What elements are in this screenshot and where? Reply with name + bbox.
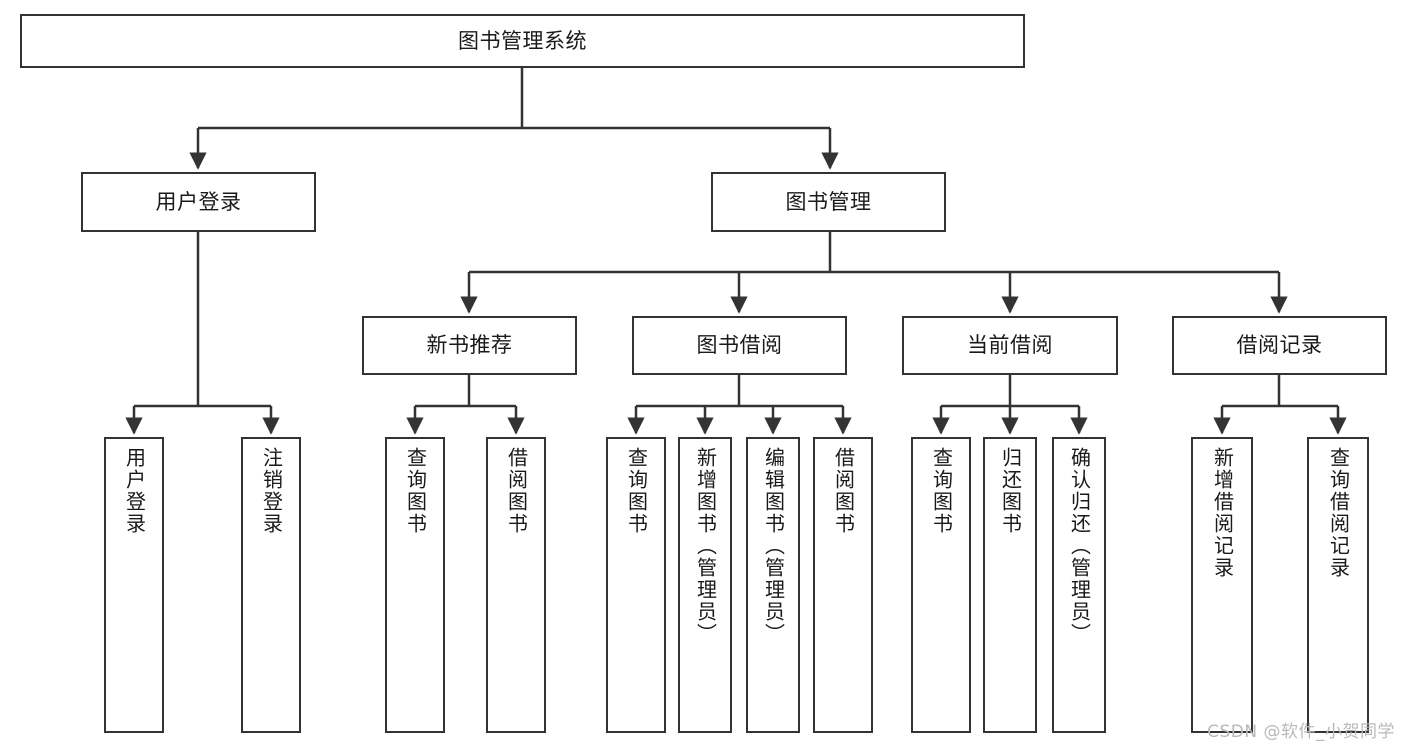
node-leaf-query-record-label: 查询借阅记录: [1326, 447, 1351, 579]
node-new-book-rec[interactable]: 新书推荐: [362, 316, 577, 375]
node-leaf-borrow-book-1[interactable]: 借阅图书: [486, 437, 546, 733]
node-new-book-rec-label: 新书推荐: [426, 333, 513, 358]
node-root[interactable]: 图书管理系统: [20, 14, 1025, 68]
node-leaf-user-login[interactable]: 用户登录: [104, 437, 164, 733]
node-leaf-query-book-3-label: 查询图书: [929, 447, 954, 535]
node-book-borrow-label: 图书借阅: [696, 333, 783, 358]
node-leaf-add-book-label: 新增图书（管理员）: [693, 447, 718, 645]
node-leaf-borrow-book-2-label: 借阅图书: [831, 447, 856, 535]
node-leaf-return-book-label: 归还图书: [998, 447, 1023, 535]
node-book-manage-label: 图书管理: [785, 189, 872, 214]
node-leaf-borrow-book-1-label: 借阅图书: [504, 447, 529, 535]
node-leaf-return-book[interactable]: 归还图书: [983, 437, 1037, 733]
node-user-login[interactable]: 用户登录: [81, 172, 316, 232]
node-leaf-edit-book-label: 编辑图书（管理员）: [761, 447, 786, 645]
node-leaf-borrow-book-2[interactable]: 借阅图书: [813, 437, 873, 733]
node-book-manage[interactable]: 图书管理: [711, 172, 946, 232]
node-leaf-query-record[interactable]: 查询借阅记录: [1307, 437, 1369, 733]
node-leaf-user-logout-label: 注销登录: [259, 447, 284, 535]
node-root-label: 图书管理系统: [458, 28, 587, 53]
node-leaf-query-book-2[interactable]: 查询图书: [606, 437, 666, 733]
node-leaf-add-record-label: 新增借阅记录: [1210, 447, 1235, 579]
node-borrow-record[interactable]: 借阅记录: [1172, 316, 1387, 375]
node-leaf-user-logout[interactable]: 注销登录: [241, 437, 301, 733]
node-leaf-user-login-label: 用户登录: [122, 447, 147, 535]
node-book-borrow[interactable]: 图书借阅: [632, 316, 847, 375]
node-borrow-record-label: 借阅记录: [1236, 333, 1323, 358]
node-leaf-confirm-return-label: 确认归还（管理员）: [1067, 447, 1092, 645]
node-leaf-edit-book[interactable]: 编辑图书（管理员）: [746, 437, 800, 733]
node-current-borrow-label: 当前借阅: [967, 333, 1053, 358]
watermark-text: CSDN @软件_小贺同学: [1207, 722, 1395, 742]
node-user-login-label: 用户登录: [155, 189, 242, 214]
node-leaf-add-book[interactable]: 新增图书（管理员）: [678, 437, 732, 733]
node-leaf-add-record[interactable]: 新增借阅记录: [1191, 437, 1253, 733]
node-leaf-query-book-1-label: 查询图书: [403, 447, 428, 535]
node-current-borrow[interactable]: 当前借阅: [902, 316, 1118, 375]
node-leaf-query-book-2-label: 查询图书: [624, 447, 649, 535]
node-leaf-query-book-1[interactable]: 查询图书: [385, 437, 445, 733]
node-leaf-confirm-return[interactable]: 确认归还（管理员）: [1052, 437, 1106, 733]
node-leaf-query-book-3[interactable]: 查询图书: [911, 437, 971, 733]
